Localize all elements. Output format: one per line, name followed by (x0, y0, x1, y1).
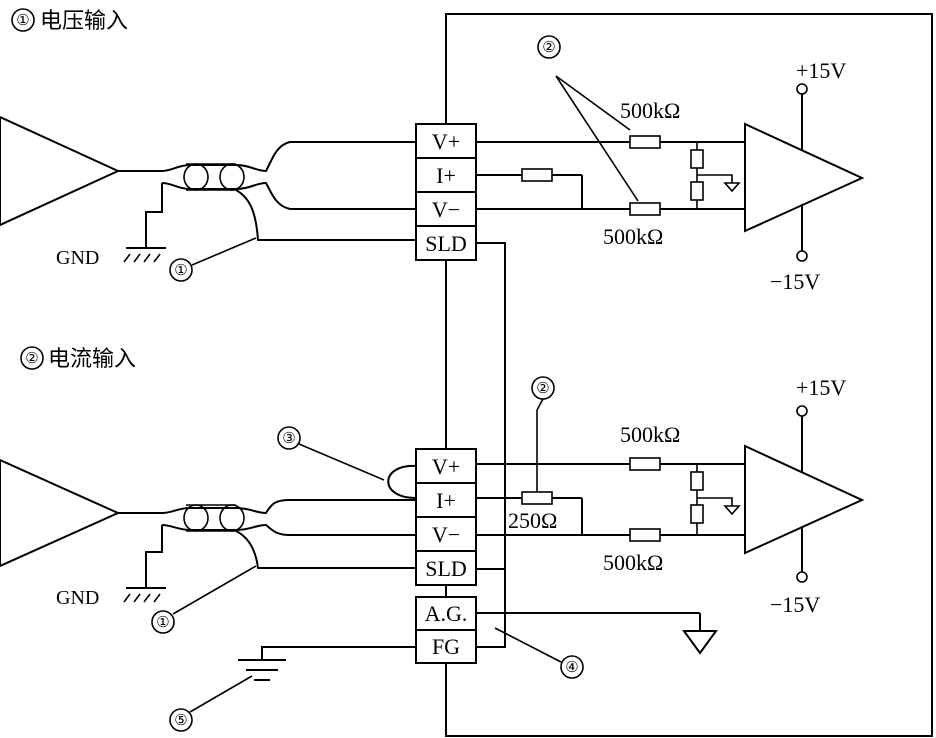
label-500k-upper-2: 500kΩ (620, 422, 680, 447)
marker-4-label: ④ (565, 660, 578, 676)
shielded-cable-1 (161, 141, 416, 241)
shielded-cable-2 (161, 499, 416, 569)
resistor-500k-upper-2 (629, 457, 661, 471)
gnd-label-1: GND (56, 247, 99, 269)
resistor-500k-lower-2 (629, 528, 661, 542)
terminal-vminus-1: V− (432, 197, 460, 222)
current-resistor-1 (521, 168, 553, 182)
marker-1-title: ① (16, 13, 29, 29)
divider-resistor-top-2 (690, 471, 704, 491)
resistor-250-ohm (521, 491, 553, 505)
marker-1-lower: ① (151, 565, 257, 634)
gnd-label-2: GND (56, 587, 99, 609)
terminal-block-1: V+ I+ V− SLD (415, 123, 477, 261)
terminal-iplus-2: I+ (436, 488, 456, 513)
supply-pos-1: +15V (796, 58, 846, 83)
resistor-500k-lower-1 (629, 202, 661, 216)
terminal-block-2: V+ I+ V− SLD A.G. FG (415, 448, 477, 664)
terminal-sld-1: SLD (425, 231, 467, 256)
marker-5-label: ⑤ (174, 713, 187, 729)
marker-2-upper-label: ② (542, 40, 555, 56)
terminal-vminus-2: V− (432, 522, 460, 547)
marker-3-label: ③ (282, 431, 295, 447)
ground-2: GND (56, 525, 166, 609)
divider-resistor-bottom-1 (690, 181, 704, 201)
terminal-vplus-2: V+ (432, 454, 460, 479)
internal-circuit-1: 500kΩ 500kΩ +15V −15V (476, 58, 865, 294)
marker-1-lower-label: ① (156, 615, 169, 631)
terminal-iplus-1: I+ (436, 163, 456, 188)
marker-1-upper: ① (169, 237, 257, 282)
supply-pos-2: +15V (796, 375, 846, 400)
shield-bus (476, 242, 506, 648)
jumper-wire: ③ (277, 426, 417, 499)
frame-ground: ⑤ (169, 646, 416, 732)
label-500k-lower-2: 500kΩ (603, 550, 663, 575)
marker-1-upper-label: ① (174, 263, 187, 279)
marker-2-lower: ② (531, 376, 555, 411)
voltage-input-label: 电压输入 (40, 9, 128, 34)
ground-1: GND (56, 183, 166, 269)
resistor-500k-upper-1 (629, 135, 661, 149)
marker-4: ④ (494, 627, 584, 679)
analog-ground (476, 612, 718, 655)
supply-neg-2: −15V (770, 592, 820, 617)
voltage-input-title: ① 电压输入 (11, 8, 128, 34)
label-500k-lower-1: 500kΩ (603, 224, 663, 249)
label-500k-upper-1: 500kΩ (620, 98, 680, 123)
op-amp-2 (744, 444, 865, 555)
marker-2-upper: ② (537, 35, 639, 202)
label-250-ohm: 250Ω (508, 508, 557, 533)
op-amp-1 (744, 122, 865, 233)
source-amplifier-2 (0, 458, 162, 568)
current-input-label: 电流输入 (48, 347, 136, 372)
device-enclosure (445, 13, 933, 737)
marker-2-lower-label: ② (536, 381, 549, 397)
current-input-title: ② 电流输入 (20, 346, 136, 372)
terminal-vplus-1: V+ (432, 129, 460, 154)
terminal-fg: FG (432, 634, 460, 659)
supply-neg-1: −15V (770, 269, 820, 294)
divider-resistor-bottom-2 (690, 504, 704, 524)
internal-circuit-2: 250Ω 500kΩ 500kΩ +15V −15V (476, 375, 865, 617)
marker-2-title: ② (25, 351, 38, 367)
divider-resistor-top-1 (690, 149, 704, 169)
source-amplifier-1 (0, 115, 162, 227)
terminal-ag: A.G. (425, 601, 468, 626)
terminal-sld-2: SLD (425, 556, 467, 581)
